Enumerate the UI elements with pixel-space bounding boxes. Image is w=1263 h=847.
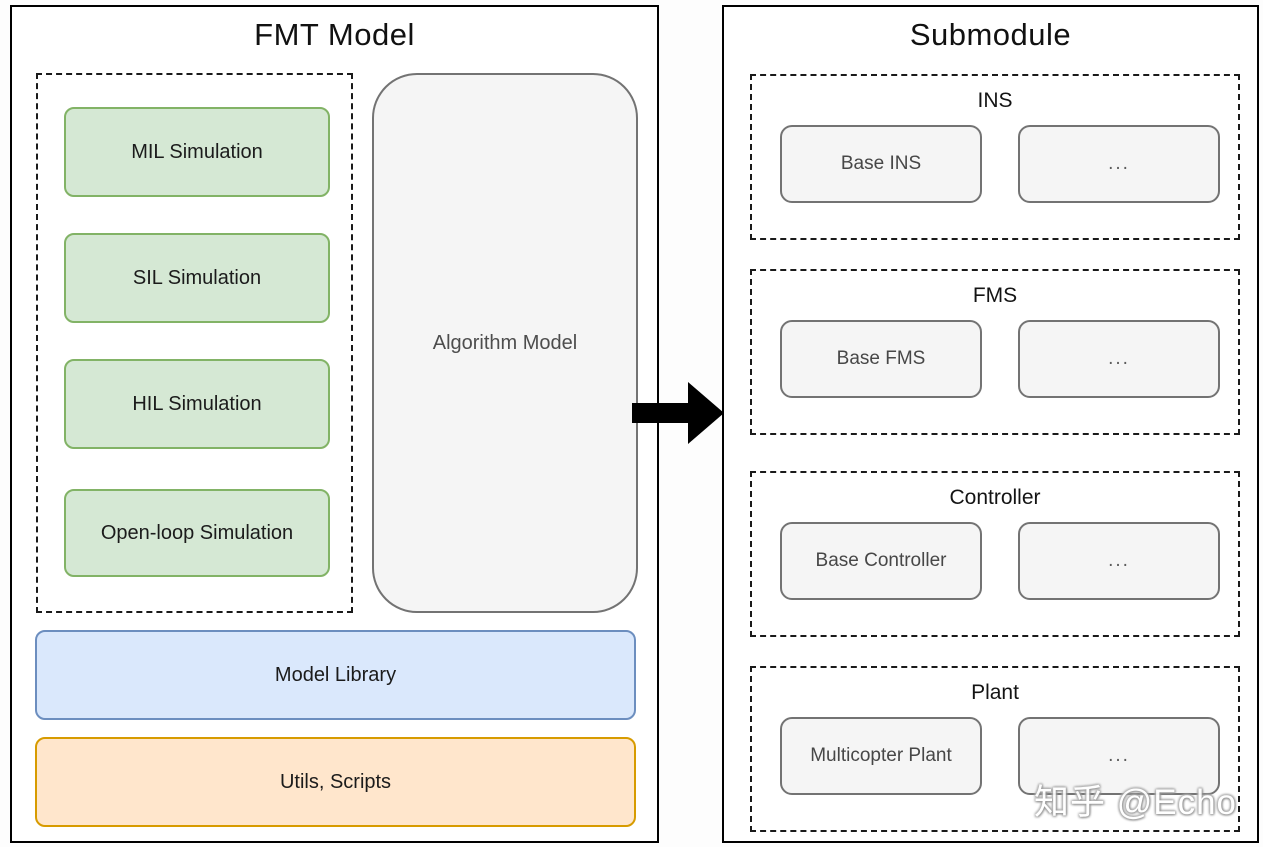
plant-more-label: ...: [1108, 745, 1130, 766]
controller-section: Controller Base Controller ...: [750, 471, 1240, 637]
ins-section: INS Base INS ...: [750, 74, 1240, 240]
fms-more-label: ...: [1108, 348, 1130, 369]
controller-more-label: ...: [1108, 550, 1130, 571]
ins-more-label: ...: [1108, 153, 1130, 174]
sil-simulation-label: SIL Simulation: [132, 266, 262, 289]
fmt-model-panel: FMT Model MIL Simulation SIL Simulation …: [10, 5, 659, 843]
controller-section-row: Base Controller ...: [780, 522, 1220, 600]
multicopter-plant-box: Multicopter Plant: [780, 717, 982, 795]
open-loop-simulation-label: Open-loop Simulation: [100, 521, 294, 544]
ins-more-box: ...: [1018, 125, 1220, 203]
fmt-model-title: FMT Model: [254, 17, 415, 52]
base-ins-label: Base INS: [840, 153, 922, 174]
hil-simulation-box: HIL Simulation: [64, 359, 330, 449]
algorithm-model-box: Algorithm Model: [372, 73, 638, 613]
controller-section-label: Controller: [949, 486, 1041, 509]
fms-section: FMS Base FMS ...: [750, 269, 1240, 435]
fms-section-row: Base FMS ...: [780, 320, 1220, 398]
submodule-title: Submodule: [909, 17, 1072, 52]
base-controller-box: Base Controller: [780, 522, 982, 600]
algorithm-model-label: Algorithm Model: [432, 331, 578, 354]
model-library-box: Model Library: [35, 630, 636, 720]
base-fms-box: Base FMS: [780, 320, 982, 398]
simulation-group: MIL Simulation SIL Simulation HIL Simula…: [36, 73, 353, 613]
base-controller-label: Base Controller: [815, 550, 947, 571]
hil-simulation-label: HIL Simulation: [132, 392, 262, 415]
submodule-panel: Submodule INS Base INS ... FMS Base FMS …: [722, 5, 1259, 843]
fms-section-label: FMS: [972, 284, 1018, 307]
ins-section-row: Base INS ...: [780, 125, 1220, 203]
controller-more-box: ...: [1018, 522, 1220, 600]
fms-more-box: ...: [1018, 320, 1220, 398]
plant-more-box: ...: [1018, 717, 1220, 795]
model-library-label: Model Library: [274, 663, 397, 686]
open-loop-simulation-box: Open-loop Simulation: [64, 489, 330, 577]
right-arrow-icon: [632, 382, 724, 444]
utils-scripts-box: Utils, Scripts: [35, 737, 636, 827]
sil-simulation-box: SIL Simulation: [64, 233, 330, 323]
plant-section-row: Multicopter Plant ...: [780, 717, 1220, 795]
multicopter-plant-label: Multicopter Plant: [810, 745, 952, 766]
base-fms-label: Base FMS: [836, 348, 926, 369]
ins-section-label: INS: [977, 89, 1013, 112]
base-ins-box: Base INS: [780, 125, 982, 203]
mil-simulation-box: MIL Simulation: [64, 107, 330, 197]
mil-simulation-label: MIL Simulation: [131, 140, 263, 163]
plant-section: Plant Multicopter Plant ...: [750, 666, 1240, 832]
utils-scripts-label: Utils, Scripts: [279, 770, 392, 793]
plant-section-label: Plant: [971, 681, 1019, 704]
